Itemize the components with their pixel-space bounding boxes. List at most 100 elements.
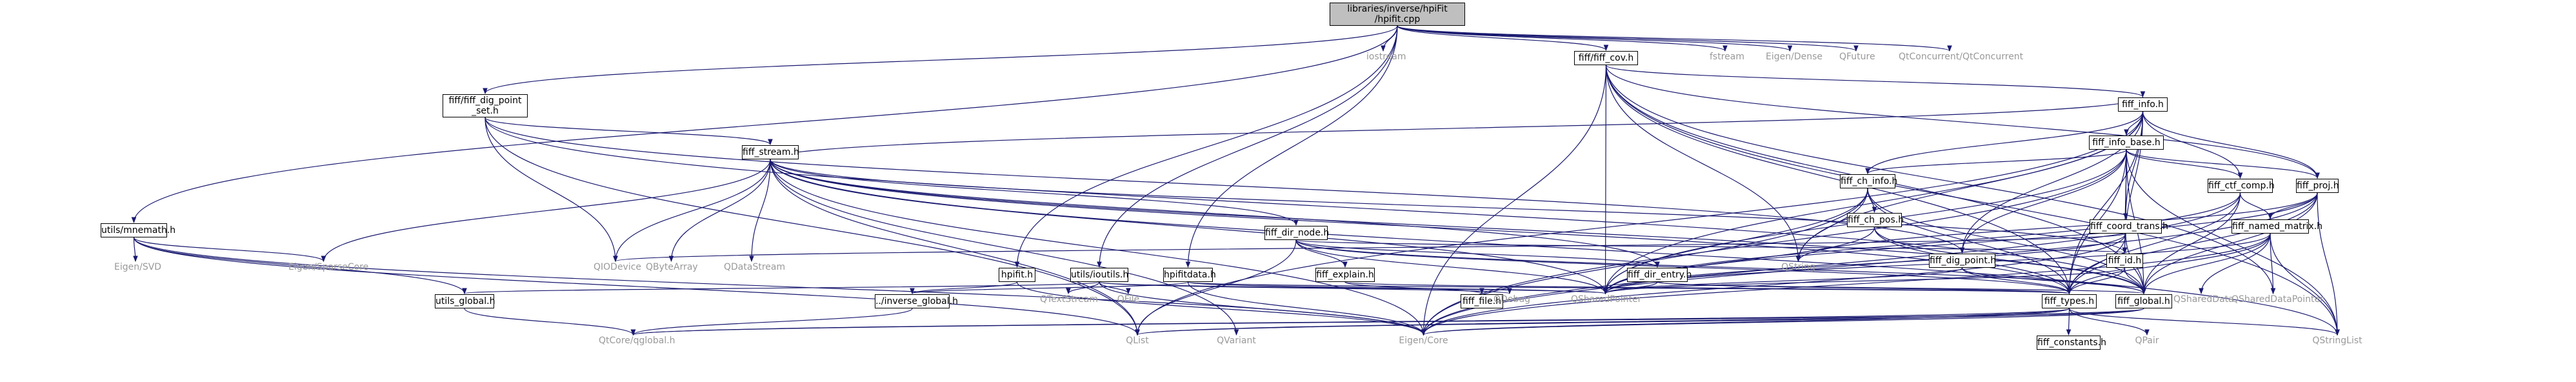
node-label: QByteArray bbox=[646, 262, 698, 272]
node-hpifit-cpp[interactable]: libraries/inverse/hpiFit /hpifit.cpp bbox=[1330, 3, 1465, 26]
edge-fiff_ch_info-to-qstring bbox=[1795, 188, 1868, 262]
edge-fiff_dig_point_set-to-fiff_dig_point bbox=[484, 117, 1965, 254]
edge-fiff_dir_node-to-fiff_dir_entry bbox=[1295, 239, 1660, 268]
node-fiff-id-h[interactable]: fiff_id.h bbox=[2106, 254, 2143, 268]
node-label: utils_global.h bbox=[435, 296, 495, 307]
node-fiff-dig-point-h[interactable]: fiff_dig_point.h bbox=[1929, 254, 1996, 268]
edge-fiff_types-to-qtcore_qglobal bbox=[631, 308, 2070, 336]
node-label: fiff_named_matrix.h bbox=[2232, 221, 2323, 232]
node-inverse-global-h[interactable]: ../inverse_global.h bbox=[875, 294, 958, 308]
edge-fiff_named_matrix-to-qshareddata bbox=[2199, 233, 2271, 294]
node-label: fiff_dir_entry.h bbox=[1628, 270, 1692, 280]
edge-fiff_types-to-fiff_constants bbox=[2066, 308, 2072, 336]
node-fiff-stream-h[interactable]: fiff_stream.h bbox=[742, 145, 799, 159]
node-label: QPair bbox=[2135, 336, 2159, 346]
node-fiff-file-h[interactable]: fiff_file.h bbox=[1461, 294, 1503, 308]
node-qstringlist: QStringList bbox=[2309, 336, 2366, 348]
node-hpifit-h[interactable]: hpifit.h bbox=[999, 268, 1035, 282]
edge-root-to-fstream bbox=[1397, 25, 1728, 52]
node-fiff-info-h[interactable]: fiff_info.h bbox=[2118, 97, 2168, 112]
node-label: utils/ioutils.h bbox=[1071, 270, 1129, 280]
edge-fiff_stream-to-fiff_dir_node bbox=[770, 159, 1299, 226]
edge-fiff_info-to-fiff_ch_info bbox=[1865, 111, 2144, 174]
node-fiff-info-base-h[interactable]: fiff_info_base.h bbox=[2089, 136, 2164, 150]
edge-utils_mnemath-to-qlist bbox=[133, 237, 1140, 336]
edge-fiff_info-to-fiff_ctf_comp bbox=[2142, 111, 2243, 179]
edge-fiff_types-to-qstringlist bbox=[2068, 308, 2340, 336]
edge-fiff_proj-to-fiff_global bbox=[2141, 192, 2318, 294]
node-qtconcurrent: QtConcurrent/QtConcurrent bbox=[1899, 52, 2023, 65]
edge-fiff_global-to-eigen_core bbox=[1421, 308, 2144, 336]
edge-fiff_proj-to-fiff_named_matrix bbox=[2268, 192, 2318, 219]
node-label: QTextStream bbox=[1040, 294, 1098, 305]
node-label: QDebug bbox=[1493, 294, 1531, 305]
node-label: QStringList bbox=[2312, 336, 2362, 346]
edge-fiff_stream-to-qstringlist bbox=[770, 159, 2340, 336]
edge-root-to-fiff_cov bbox=[1397, 25, 1609, 51]
node-fiff-types-h[interactable]: fiff_types.h bbox=[2042, 294, 2097, 308]
node-label: QIODevice bbox=[594, 262, 642, 272]
node-label: fiff_ctf_comp.h bbox=[2208, 181, 2275, 191]
edge-hpifitdata-to-inverse_global bbox=[910, 281, 1189, 294]
edge-fiff_info-to-fiff_info_base bbox=[2124, 111, 2144, 136]
node-utils-global-h[interactable]: utils_global.h bbox=[435, 294, 495, 308]
node-fiff-dir-node-h[interactable]: fiff_dir_node.h bbox=[1264, 226, 1329, 240]
edge-fiff_global-to-qlist bbox=[1135, 308, 2144, 336]
edge-fiff_proj-to-qstring bbox=[1795, 192, 2318, 262]
edge-fiff_ch_info-to-qsharedpointer bbox=[1603, 188, 1868, 294]
edge-fiff_id-to-fiff_types bbox=[2066, 267, 2126, 294]
node-qvariant: QVariant bbox=[1216, 336, 1257, 348]
node-label: QSharedData bbox=[2173, 294, 2234, 305]
edge-root-to-qtconcurrent bbox=[1397, 25, 1952, 52]
edge-fiff_named_matrix-to-eigen_core bbox=[1421, 233, 2271, 336]
node-fiff-ctf-comp-h[interactable]: fiff_ctf_comp.h bbox=[2208, 179, 2275, 193]
edge-fiff_dig_point_set-to-qlist bbox=[484, 117, 1140, 336]
edge-fiff_stream-to-qdatastream bbox=[749, 159, 771, 262]
node-fiff-named-matrix-h[interactable]: fiff_named_matrix.h bbox=[2232, 219, 2323, 234]
node-label: Eigen/Core bbox=[1399, 336, 1448, 346]
edge-fiff_named_matrix-to-fiff_global bbox=[2141, 233, 2271, 294]
node-label: fiff_info.h bbox=[2122, 99, 2164, 110]
node-fiff-constants-h[interactable]: fiff_constants.h bbox=[2037, 336, 2106, 350]
node-label-line: /hpifit.cpp bbox=[1374, 14, 1421, 25]
edge-fiff_dir_entry-to-fiff_global bbox=[1657, 281, 2146, 294]
edge-root-to-hpifitdata bbox=[1185, 25, 1398, 268]
edge-fiff_named_matrix-to-fiff_types bbox=[2066, 233, 2271, 294]
node-fiff-dig-point-set-h[interactable]: fiff/fiff_dig_point _set.h bbox=[443, 94, 528, 117]
edge-root-to-hpifit_h bbox=[1014, 25, 1398, 268]
edge-fiff_dig_point_set-to-qiodevice bbox=[484, 117, 618, 262]
edge-fiff_types-to-qpair bbox=[2068, 308, 2150, 336]
edge-utils_global-to-qtcore_qglobal bbox=[464, 308, 636, 336]
node-label: fiff_ch_pos.h bbox=[1848, 215, 1904, 225]
node-fiff-ch-pos-h[interactable]: fiff_ch_pos.h bbox=[1847, 213, 1904, 227]
node-qstring: QString bbox=[1781, 262, 1816, 275]
edge-fiff_dir_node-to-fiff_explain bbox=[1295, 239, 1348, 268]
edge-fiff_dig_point_set-to-fiff_stream bbox=[484, 117, 773, 145]
node-utils-ioutils-h[interactable]: utils/ioutils.h bbox=[1070, 268, 1128, 282]
node-fiff-global-h[interactable]: fiff_global.h bbox=[2115, 294, 2172, 308]
node-fiff-proj-h[interactable]: fiff_proj.h bbox=[2296, 179, 2339, 193]
edge-hpifit_h-to-inverse_global bbox=[910, 281, 1018, 294]
node-hpifitdata-h[interactable]: hpifitdata.h bbox=[1163, 268, 1216, 282]
node-fiff-ch-info-h[interactable]: fiff_ch_info.h bbox=[1840, 174, 1897, 188]
edge-fiff_ctf_comp-to-fiff_types bbox=[2066, 192, 2241, 294]
edge-fiff_info-to-fiff_proj bbox=[2142, 111, 2320, 179]
node-fstream: fstream bbox=[1710, 52, 1744, 65]
node-eigen-svd: Eigen/SVD bbox=[114, 262, 161, 275]
edge-utils_ioutils-to-qsharedpointer bbox=[1099, 281, 1608, 294]
edge-fiff_types-to-eigen_core bbox=[1421, 308, 2070, 336]
edge-fiff_stream-to-eigen_core bbox=[770, 159, 1426, 336]
node-qtcore-qglobal: QtCore/qglobal.h bbox=[599, 336, 675, 348]
edge-fiff_stream-to-fiff_info bbox=[770, 96, 2145, 160]
edge-fiff_info_base-to-fiff_ctf_comp bbox=[2126, 149, 2243, 179]
node-fiff-cov-h[interactable]: fiff/fiff_cov.h bbox=[1574, 51, 1638, 65]
edge-fiff_stream-to-qbytearray bbox=[668, 159, 771, 262]
node-fiff-explain-h[interactable]: fiff_explain.h bbox=[1315, 268, 1375, 282]
edge-fiff_dig_point_set-to-fiff_global bbox=[484, 117, 2146, 294]
node-utils-mnemath-h[interactable]: utils/mnemath.h bbox=[101, 223, 175, 237]
node-qshareddata: QSharedData bbox=[2173, 294, 2234, 307]
node-qdebug: QDebug bbox=[1493, 294, 1531, 307]
node-fiff-coord-trans-h[interactable]: fiff_coord_trans.h bbox=[2090, 219, 2168, 234]
edge-fiff_cov-to-qshareddatapointer bbox=[1605, 65, 2276, 294]
node-fiff-dir-entry-h[interactable]: fiff_dir_entry.h bbox=[1627, 268, 1692, 282]
